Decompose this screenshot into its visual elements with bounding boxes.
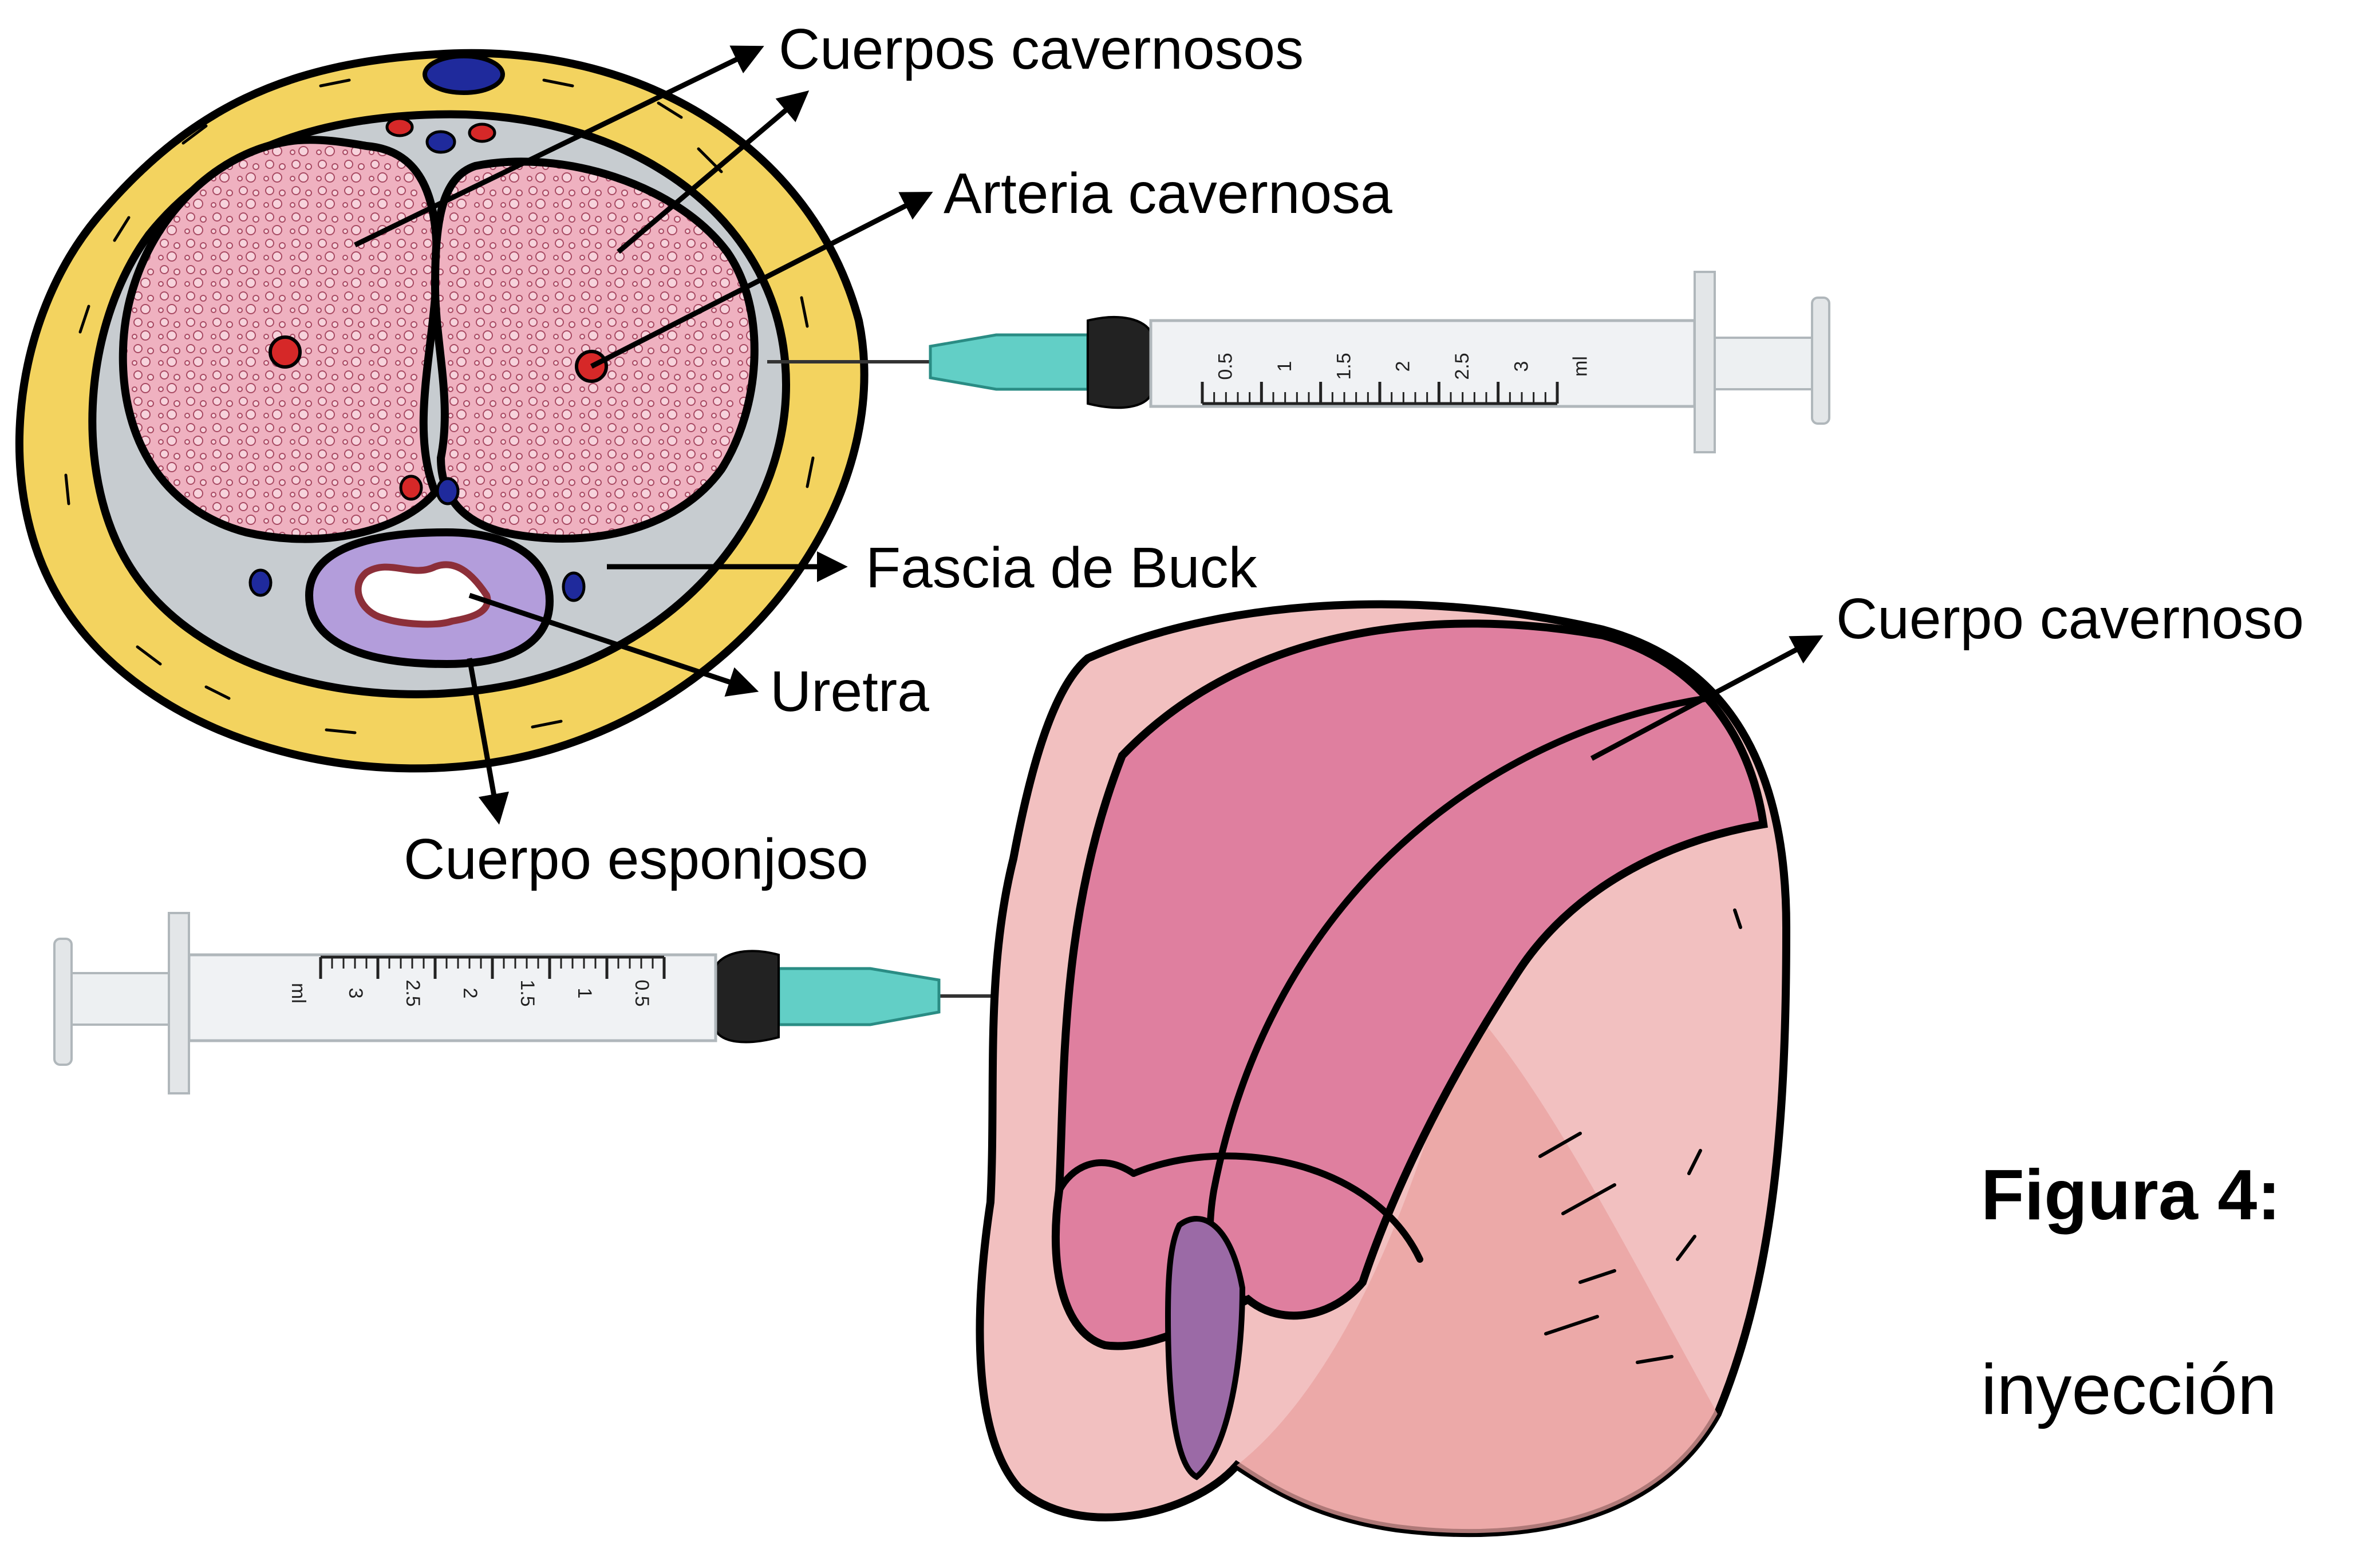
cavernous-artery-left — [270, 337, 300, 367]
syringe-volume-label: 2.5 — [1451, 353, 1473, 380]
dorsal-vein — [425, 56, 503, 93]
vessel — [427, 132, 455, 152]
syringe-volume-label: ml — [1570, 356, 1592, 377]
cross-section — [19, 53, 865, 769]
penis-illustration — [980, 604, 1786, 1534]
syringe-volume-label: 2 — [1392, 361, 1414, 372]
vessel — [563, 573, 584, 600]
syringe-volume-label: 1.5 — [1333, 353, 1355, 380]
label-cuerpo-esponjoso: Cuerpo esponjoso — [404, 827, 869, 891]
vessel — [401, 476, 421, 499]
caption-line-3: cavernos — [1981, 1534, 2269, 1553]
syringe-volume-label: 0.5 — [1215, 353, 1237, 380]
label-fascia-de-buck: Fascia de Buck — [866, 536, 1258, 600]
figure-caption: Figura 4: inyección cavernos — [1981, 1156, 2281, 1553]
label-arteria-cavernosa: Arteria cavernosa — [944, 161, 1392, 226]
syringe-volume-label: ml — [287, 983, 309, 1003]
label-cuerpos-cavernosos: Cuerpos cavernosos — [779, 17, 1304, 81]
syringe-volume-label: 1.5 — [516, 979, 538, 1006]
vessel — [469, 124, 495, 141]
vessel — [250, 570, 271, 595]
syringe-volume-label: 0.5 — [631, 979, 653, 1006]
label-uretra: Uretra — [770, 659, 929, 724]
caption-title: Figura 4: — [1981, 1156, 2281, 1235]
syringe-volume-label: 2.5 — [402, 979, 424, 1006]
syringe-icon: 0.5 1 1.5 2 2.5 3 ml — [767, 272, 1829, 452]
urethra — [358, 564, 488, 624]
label-cuerpo-cavernoso: Cuerpo cavernoso — [1836, 587, 2304, 651]
syringe-volume-label: 2 — [459, 988, 481, 999]
vessel — [387, 118, 412, 136]
syringe-volume-label: 1 — [1274, 361, 1296, 372]
syringe-volume-label: 3 — [1510, 361, 1532, 372]
syringe-volume-label: 1 — [574, 988, 595, 999]
syringe-volume-label: 3 — [345, 988, 366, 999]
caption-line-2: inyección — [1981, 1350, 2277, 1429]
vessel — [437, 479, 458, 504]
